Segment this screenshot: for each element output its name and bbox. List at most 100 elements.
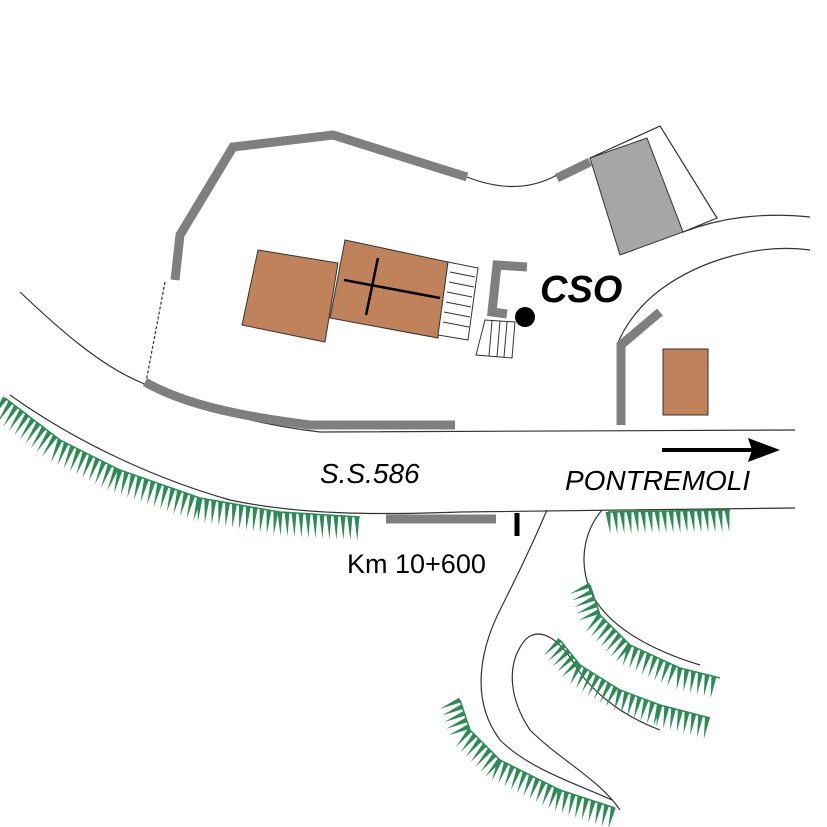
vegetation-tooth <box>42 434 58 457</box>
vegetation-tooth <box>555 789 563 812</box>
vegetation-tooth <box>690 713 697 736</box>
road-label: S.S.586 <box>320 458 420 489</box>
vegetation-edge <box>589 584 721 679</box>
vegetation-tooth <box>439 697 461 709</box>
vegetation-tooth <box>594 802 603 825</box>
vegetation-tooth <box>599 682 612 704</box>
vegetation-tooth <box>529 777 540 800</box>
vegetation-tooth <box>717 510 723 533</box>
vegetation-tooth <box>204 498 210 524</box>
vegetation-tooth <box>57 442 69 466</box>
vegetation-tooth <box>19 417 35 440</box>
vegetation-tooth <box>641 652 652 675</box>
vegetation-tooth <box>612 511 618 534</box>
vegetation-tooth <box>444 710 466 723</box>
walls <box>142 130 663 524</box>
vegetation-tooth <box>354 516 360 541</box>
vegetation-tooth <box>460 733 477 752</box>
vegetation-tooth <box>3 404 19 427</box>
vegetation-tooth <box>667 664 677 687</box>
vegetation-tooth <box>569 582 591 594</box>
church-annex <box>241 249 339 343</box>
vegetation-tooth <box>568 793 576 816</box>
road-edges <box>9 291 796 515</box>
vegetation-tooth <box>465 738 482 757</box>
direction-label: PONTREMOLI <box>565 465 750 496</box>
vegetation-tooth <box>319 514 325 539</box>
vegetation-tooth <box>14 413 30 436</box>
vegetation-tooth <box>218 501 224 526</box>
vegetation-tooth <box>648 655 658 678</box>
vegetation-tooth <box>646 701 656 724</box>
vegetation-tooth <box>186 494 196 519</box>
vegetation-tooth <box>30 426 46 449</box>
vegetation-tooth <box>663 706 670 729</box>
vegetation-tooth <box>0 396 7 409</box>
vegetation-tooth <box>166 487 176 512</box>
vegetation-edge <box>4 397 361 518</box>
vegetation-tooth <box>225 502 231 527</box>
vegetation-tooth <box>585 613 602 632</box>
vegetation-tooth <box>312 514 318 539</box>
vegetation-tooth <box>676 709 683 733</box>
vegetation-tooth <box>656 704 663 727</box>
vegetation-tooth <box>266 509 272 535</box>
house-small <box>662 348 709 416</box>
vegetation-tooth <box>605 511 611 534</box>
vegetation-tooth <box>211 499 217 525</box>
vegetation-tooth <box>654 511 660 534</box>
vegetation-tooth <box>305 513 311 538</box>
vegetation-tooth <box>697 714 704 738</box>
vegetation-tooth <box>441 704 464 716</box>
vegetation-tooth <box>571 589 594 601</box>
vegetation-tooth <box>544 638 562 656</box>
vegetation-tooth <box>140 478 149 503</box>
vegetation-tooth <box>326 514 332 540</box>
vegetation-tooth <box>581 797 589 821</box>
vegetation-tooth <box>627 694 636 717</box>
vegetation-tooth <box>578 609 600 621</box>
vegetation-tooth <box>682 510 688 533</box>
vegetation-tooth <box>696 672 703 695</box>
vegetation-tooth <box>601 804 609 827</box>
vegetation-tooth <box>498 762 509 784</box>
vegetation-tooth <box>252 507 258 532</box>
vegetation-tooth <box>180 492 189 517</box>
vegetation-tooth <box>552 648 571 667</box>
vegetation-tooth <box>689 510 695 533</box>
vegetation-tooth <box>298 513 304 538</box>
vegetation-tooth <box>542 783 553 806</box>
vegetation-tooth <box>153 483 163 508</box>
vegetation-tooth <box>647 511 653 534</box>
vegetation-tooth <box>480 752 497 772</box>
vegetation-tooth <box>676 667 683 690</box>
vegetation-tooth <box>633 511 639 534</box>
vegetation-tooth <box>605 633 622 652</box>
vegetation-tooth <box>622 643 633 666</box>
vegetation-tooth <box>605 685 618 707</box>
vegetation-tooth <box>561 659 580 678</box>
vegetation-tooth <box>448 724 470 736</box>
vegetation-tooth <box>595 623 612 642</box>
vegetation-tooth <box>127 473 136 498</box>
vegetation-tooth <box>588 800 596 823</box>
vegetation-tooth <box>475 748 492 767</box>
vegetation-tooth <box>197 497 203 522</box>
vegetation-tooth <box>107 467 119 491</box>
church <box>241 239 449 343</box>
vegetation-tooth <box>0 400 13 420</box>
vegetation-tooth <box>628 646 639 669</box>
vegetation-tooth <box>259 508 265 533</box>
outbuilding-grey <box>589 137 684 256</box>
vegetation-tooth <box>690 670 697 694</box>
vegetation-tooth <box>561 791 570 814</box>
vegetation-tooth <box>703 716 710 740</box>
vegetation-tooth <box>683 669 690 692</box>
vegetation-tooth <box>724 510 730 533</box>
vegetation-tooth <box>600 628 617 647</box>
vegetation-tooth <box>510 768 522 790</box>
vegetation-tooth <box>76 451 88 475</box>
vegetation-tooth <box>347 516 353 541</box>
vegetation-tooth <box>516 771 528 794</box>
